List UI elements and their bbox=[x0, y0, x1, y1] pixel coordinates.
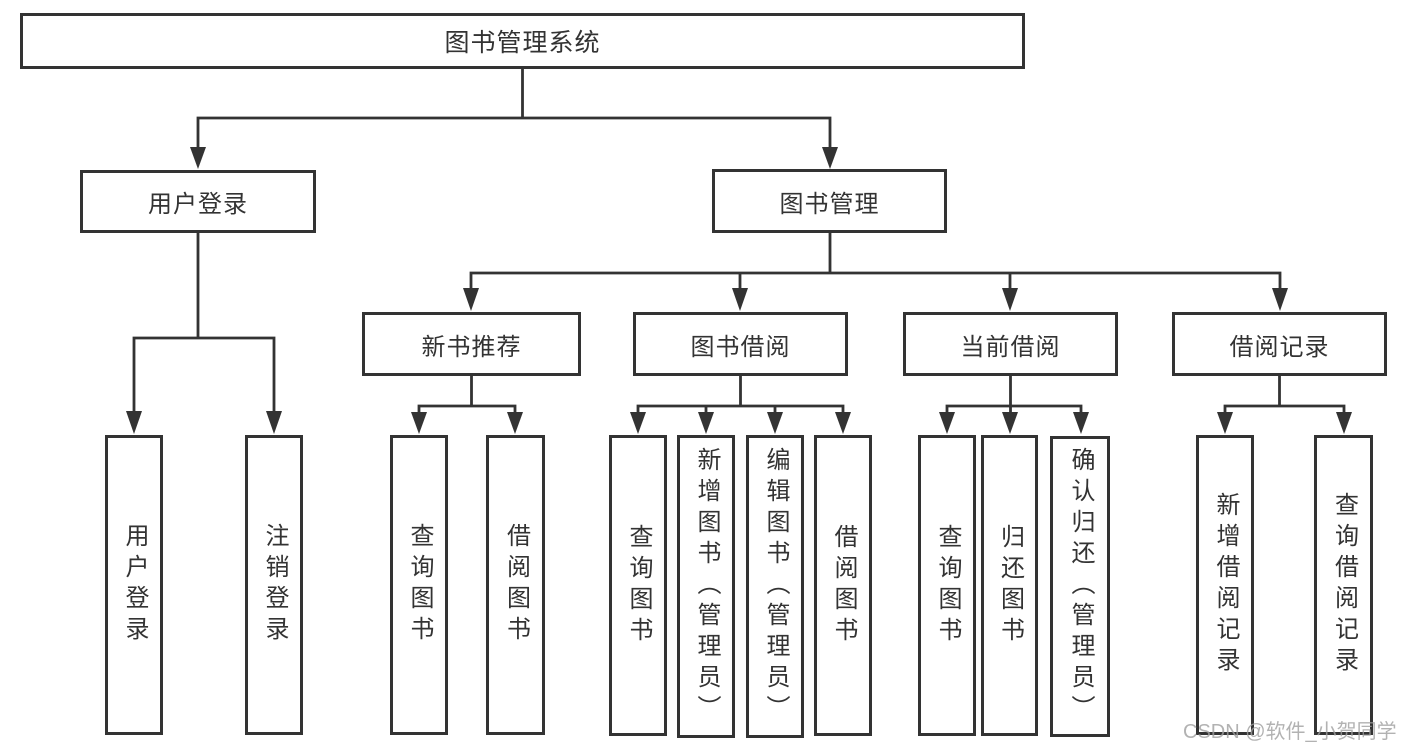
arrowhead bbox=[463, 288, 479, 311]
connector-bookborrow-to-leaves bbox=[636, 376, 845, 413]
node-current-borrowing: 当前借阅 bbox=[903, 312, 1118, 376]
leaf-records-add-record-label: 新增借阅记录 bbox=[1212, 492, 1239, 678]
node-root-label: 图书管理系统 bbox=[444, 29, 601, 57]
leaf-borrow-add-books-admin-label: 新增图书（管理员） bbox=[693, 447, 720, 726]
leaf-borrow-add-books-admin: 新增图书（管理员） bbox=[677, 435, 735, 738]
arrowhead bbox=[1002, 288, 1018, 311]
leaf-current-confirm-return-admin: 确认归还（管理员） bbox=[1050, 436, 1110, 737]
leaf-borrow-borrow-books: 借阅图书 bbox=[814, 435, 872, 736]
leaf-newbook-query-books: 查询图书 bbox=[390, 435, 448, 735]
node-current-borrowing-label: 当前借阅 bbox=[960, 333, 1061, 361]
arrowhead bbox=[630, 412, 646, 434]
watermark-text: CSDN @软件_小贺同学 bbox=[1183, 721, 1397, 743]
node-root: 图书管理系统 bbox=[20, 13, 1025, 69]
arrowhead bbox=[507, 412, 523, 434]
node-book-borrowing: 图书借阅 bbox=[633, 312, 848, 376]
leaf-logout: 注销登录 bbox=[245, 435, 303, 735]
leaf-current-query-books-label: 查询图书 bbox=[934, 523, 961, 648]
node-book-management-label: 图书管理 bbox=[779, 190, 880, 218]
node-borrowing-records: 借阅记录 bbox=[1172, 312, 1387, 376]
node-book-borrowing-label: 图书借阅 bbox=[690, 333, 791, 361]
leaf-borrow-query-books-label: 查询图书 bbox=[625, 523, 652, 648]
arrowhead bbox=[266, 411, 282, 434]
leaf-borrow-edit-books-admin-label: 编辑图书（管理员） bbox=[762, 447, 789, 726]
node-user-login: 用户登录 bbox=[80, 170, 316, 233]
arrowhead bbox=[767, 412, 783, 434]
arrowhead bbox=[1217, 412, 1233, 434]
connector-currentborrow-to-leaves bbox=[945, 376, 1083, 413]
leaf-current-return-books-label: 归还图书 bbox=[996, 523, 1024, 648]
arrowhead bbox=[190, 147, 206, 169]
connector-userlogin-to-leaves bbox=[132, 233, 276, 412]
arrowhead bbox=[411, 412, 427, 434]
leaf-records-query-record-label: 查询借阅记录 bbox=[1330, 492, 1358, 678]
arrowhead bbox=[126, 411, 142, 434]
leaf-borrow-query-books: 查询图书 bbox=[609, 435, 667, 736]
leaf-records-query-record: 查询借阅记录 bbox=[1314, 435, 1373, 735]
leaf-records-add-record: 新增借阅记录 bbox=[1196, 435, 1254, 735]
leaf-user-login-label: 用户登录 bbox=[121, 523, 148, 647]
arrowhead bbox=[1272, 288, 1288, 311]
arrowhead bbox=[939, 412, 955, 434]
leaf-newbook-borrow-books-label: 借阅图书 bbox=[502, 523, 530, 647]
connector-bookmgmt-to-level3 bbox=[469, 233, 1282, 290]
connector-records-to-leaves bbox=[1223, 376, 1346, 413]
leaf-newbook-query-books-label: 查询图书 bbox=[406, 523, 433, 647]
node-borrowing-records-label: 借阅记录 bbox=[1229, 333, 1330, 361]
node-user-login-label: 用户登录 bbox=[148, 191, 248, 218]
connector-newbook-to-leaves bbox=[417, 376, 517, 413]
leaf-current-query-books: 查询图书 bbox=[918, 435, 976, 736]
node-book-management: 图书管理 bbox=[712, 169, 947, 233]
arrowhead bbox=[732, 288, 748, 311]
node-new-book-recommend-label: 新书推荐 bbox=[421, 333, 522, 361]
leaf-logout-label: 注销登录 bbox=[261, 523, 288, 647]
leaf-borrow-borrow-books-label: 借阅图书 bbox=[830, 523, 857, 648]
arrowhead bbox=[698, 412, 714, 434]
arrowhead bbox=[1336, 412, 1352, 434]
leaf-current-confirm-return-admin-label: 确认归还（管理员） bbox=[1067, 447, 1094, 726]
leaf-newbook-borrow-books: 借阅图书 bbox=[486, 435, 545, 735]
leaf-current-return-books: 归还图书 bbox=[981, 435, 1038, 736]
arrowhead bbox=[822, 147, 838, 169]
leaf-borrow-edit-books-admin: 编辑图书（管理员） bbox=[746, 435, 804, 738]
arrowhead bbox=[1002, 412, 1018, 434]
node-new-book-recommend: 新书推荐 bbox=[362, 312, 581, 376]
leaf-user-login: 用户登录 bbox=[105, 435, 163, 735]
arrowhead bbox=[1073, 412, 1089, 434]
connector-root-to-level2 bbox=[196, 69, 832, 150]
arrowhead bbox=[835, 412, 851, 434]
